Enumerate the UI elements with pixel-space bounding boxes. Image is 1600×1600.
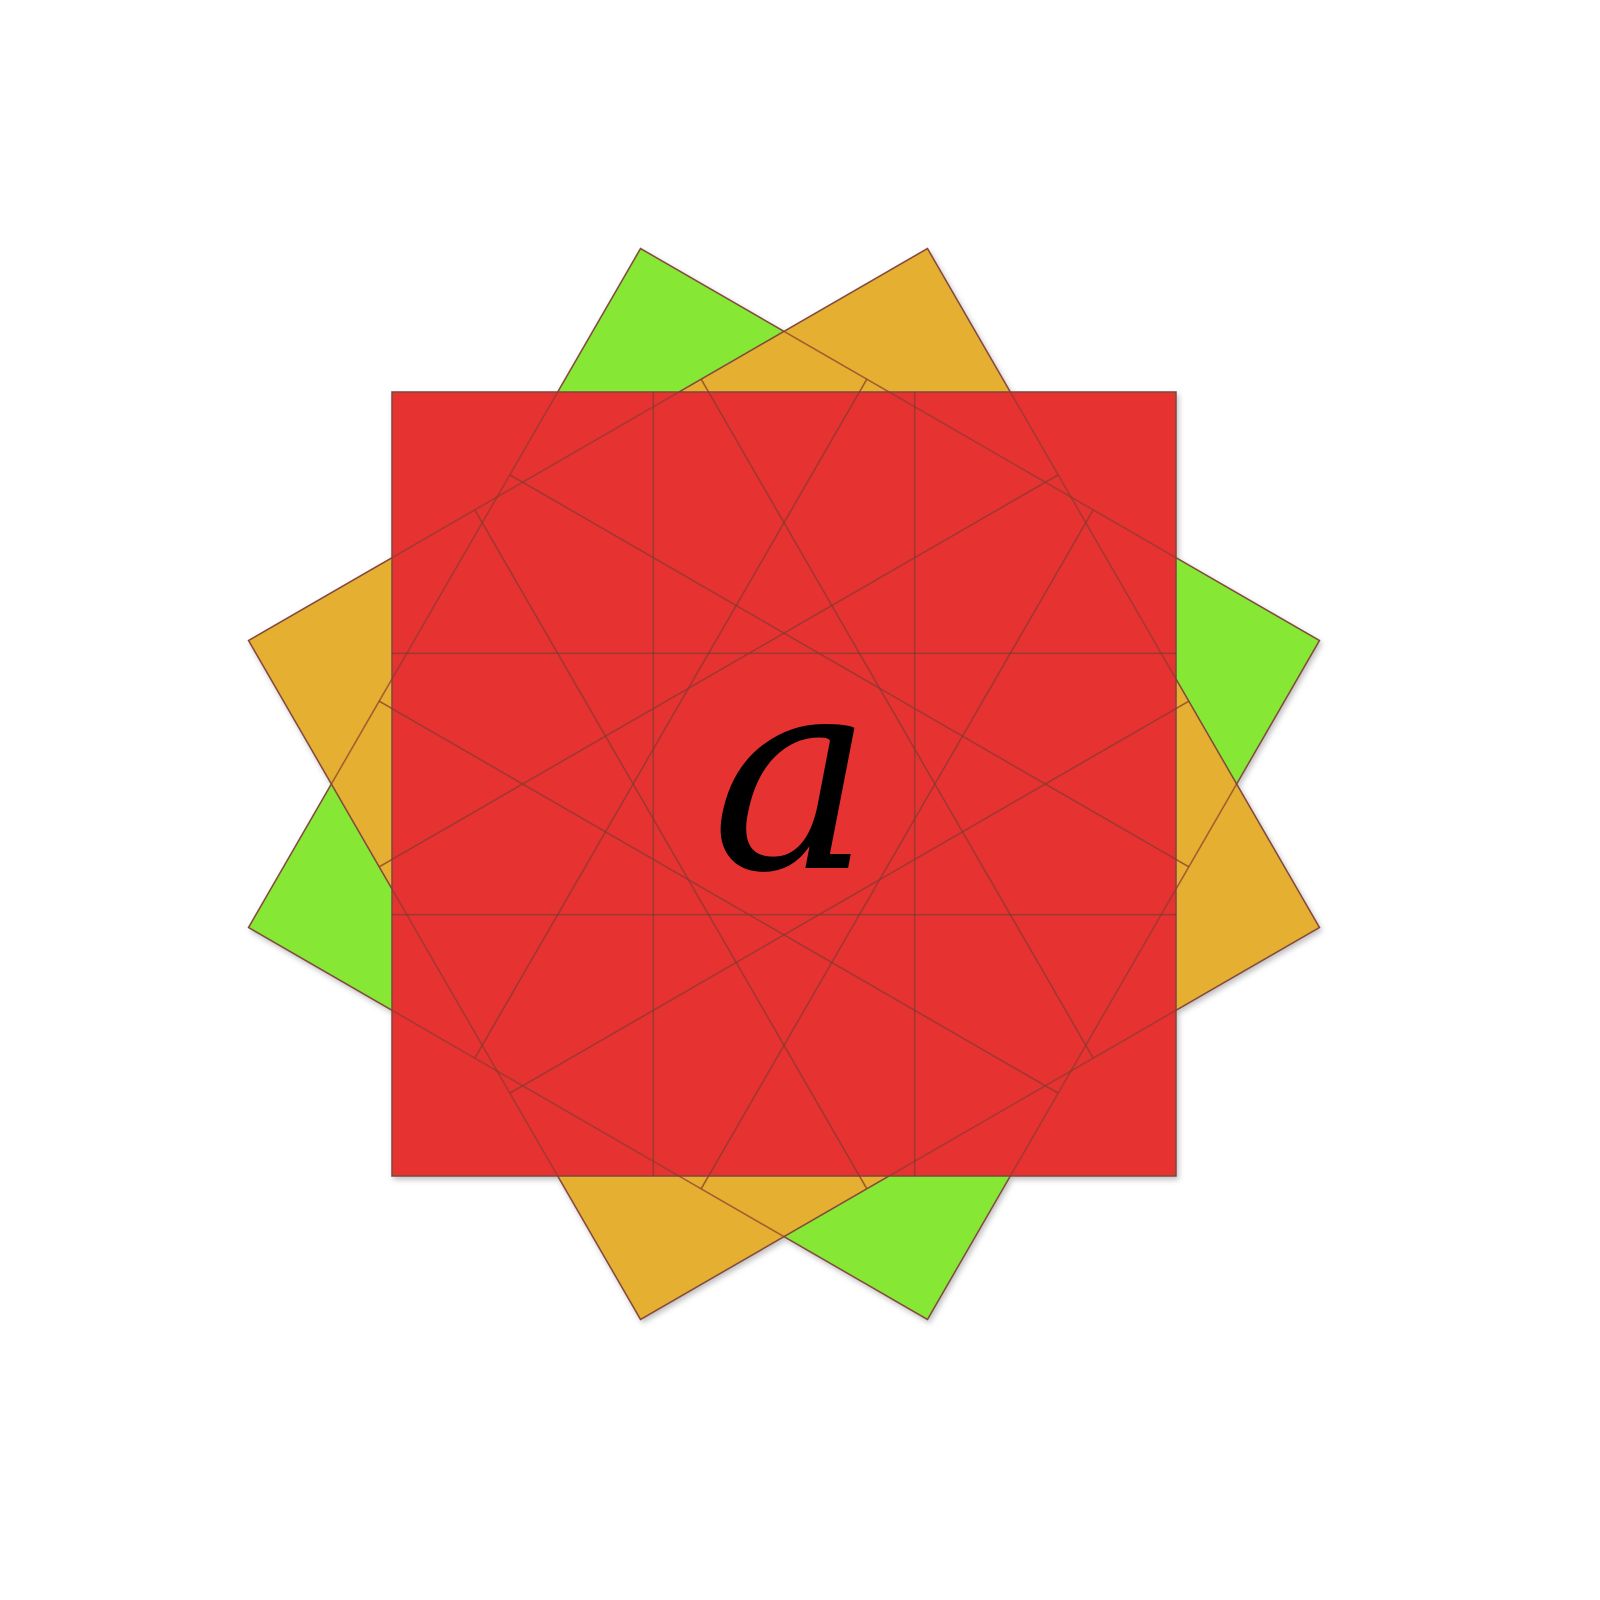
grid-line-vertical xyxy=(474,378,868,1059)
square-outline xyxy=(247,247,1321,1321)
grid-line-vertical xyxy=(378,474,1059,868)
grid-line-vertical xyxy=(700,509,1094,1190)
grid-line-horizontal xyxy=(509,474,1190,868)
grid-line-horizontal xyxy=(700,378,1094,1059)
grid-line-vertical xyxy=(509,700,1190,1094)
grid-lines-group xyxy=(247,247,1321,1321)
center-letter-glyph: a xyxy=(712,617,873,932)
square-outline xyxy=(247,247,1321,1321)
grid-lines-rot-60 xyxy=(247,247,1321,1321)
grid-lines-rot-0 xyxy=(391,391,1177,1177)
grid-lines-rot-30 xyxy=(247,247,1321,1321)
grid-line-horizontal xyxy=(474,509,868,1190)
grid-line-horizontal xyxy=(378,700,1059,1094)
square-outline xyxy=(391,391,1177,1177)
